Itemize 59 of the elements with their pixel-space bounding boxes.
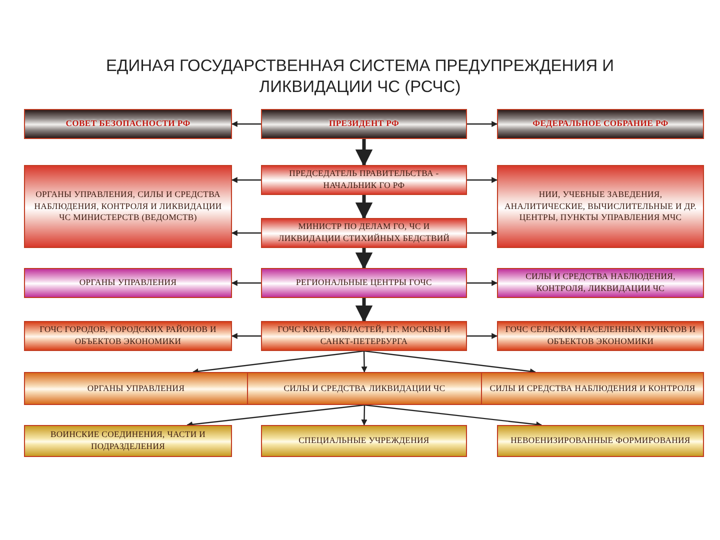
diagram-title: ЕДИНАЯ ГОСУДАРСТВЕННАЯ СИСТЕМА ПРЕДУПРЕЖДЕНИЯ И ЛИКВИДАЦИИ ЧС (РСЧС) [105, 56, 615, 98]
org-box [261, 109, 467, 139]
org-box [481, 372, 704, 405]
org-box [247, 372, 482, 405]
org-box [24, 321, 232, 351]
arrow [467, 333, 498, 339]
org-box [497, 425, 704, 457]
org-box [261, 321, 467, 351]
arrow [467, 280, 498, 286]
node-label: ОРГАНЫ УПРАВЛЕНИЯ, СИЛЫ И СРЕДСТВА НАБЛЮДЕНИЯ, КОНТРОЛЯ И ЛИКВИДАЦИИ ЧС МИНИСТЕРСТВ (ВЕДОМСТВ) [33, 189, 223, 224]
node-label: СИЛЫ И СРЕДСТВА НАБЛЮДЕНИЯ, КОНТРОЛЯ, ЛИКВИДАЦИИ ЧС [524, 271, 676, 295]
node-label: ОРГАНЫ УПРАВЛЕНИЯ [86, 382, 186, 394]
arrow [355, 139, 373, 167]
arrow [467, 121, 498, 127]
arrow [467, 177, 498, 183]
node-label: ФЕДЕРАЛЬНОЕ СОБРАНИЕ РФ [532, 118, 670, 130]
node-label: ВОИНСКИЕ СОЕДИНЕНИЯ, ЧАСТИ И ПОДРАЗДЕЛЕНИЯ [49, 429, 207, 453]
org-box [261, 268, 467, 298]
org-box [497, 321, 704, 351]
org-box [24, 372, 248, 405]
node-label: СИЛЫ И СРЕДСТВА ЛИКВИДАЦИИ ЧС [282, 382, 446, 394]
arrow [231, 230, 261, 236]
org-box [24, 165, 232, 248]
org-box [261, 218, 467, 248]
arrow [231, 121, 261, 127]
node-label: ПРЕЗИДЕНТ РФ [328, 118, 400, 130]
arrow [355, 248, 373, 270]
arrow [355, 195, 373, 220]
org-box [497, 268, 704, 298]
node-label: ПРЕДСЕДАТЕЛЬ ПРАВИТЕЛЬСТВА - НАЧАЛЬНИК ГО РФ [288, 168, 440, 192]
org-box [497, 109, 704, 139]
node-label: СИЛЫ И СРЕДСТВА НАБЛЮДЕНИЯ И КОНТРОЛЯ [488, 382, 696, 394]
org-box [261, 165, 467, 195]
arrow [192, 350, 364, 374]
node-label: НИИ, УЧЕБНЫЕ ЗАВЕДЕНИЯ, АНАЛИТИЧЕСКИЕ, ВЫЧИСЛИТЕЛЬНЫЕ И ДР. ЦЕНТРЫ, ПУНКТЫ УПРАВЛЕНИЯ МЧС [503, 189, 698, 224]
org-box [24, 425, 232, 457]
org-box [24, 109, 232, 139]
node-label: РЕГИОНАЛЬНЫЕ ЦЕНТРЫ ГОЧС [295, 277, 433, 289]
node-label: ГОЧС СЕЛЬСКИХ НАСЕЛЕННЫХ ПУНКТОВ И ОБЪЕКТОВ ЭКОНОМИКИ [504, 324, 697, 348]
arrow [361, 350, 368, 373]
node-label: МИНИСТР ПО ДЕЛАМ ГО, ЧС И ЛИКВИДАЦИИ СТИХИЙНЫХ БЕДСТВИЙ [277, 221, 451, 245]
arrow [231, 333, 261, 339]
arrow [364, 350, 536, 374]
node-label: ГОЧС ГОРОДОВ, ГОРОДСКИХ РАЙОНОВ И ОБЪЕКТОВ ЭКОНОМИКИ [38, 324, 218, 348]
arrow [231, 177, 261, 183]
arrow [361, 404, 368, 426]
org-box [24, 268, 232, 298]
org-box [497, 165, 704, 248]
node-label: ГОЧС КРАЕВ, ОБЛАСТЕЙ, Г.Г. МОСКВЫ И САНКТ-ПЕТЕРБУРГА [276, 324, 452, 348]
arrow [364, 404, 542, 428]
node-label: ОРГАНЫ УПРАВЛЕНИЯ [78, 277, 178, 289]
node-label: СПЕЦИАЛЬНЫЕ УЧРЕЖДЕНИЯ [298, 435, 430, 447]
node-label: НЕВОЕНИЗИРОВАННЫЕ ФОРМИРОВАНИЯ [510, 435, 692, 447]
arrow [467, 230, 498, 236]
org-box [261, 425, 467, 457]
arrow [355, 298, 373, 323]
arrow [231, 280, 261, 286]
node-label: СОВЕТ БЕЗОПАСНОСТИ РФ [64, 118, 192, 130]
arrow [186, 404, 365, 428]
